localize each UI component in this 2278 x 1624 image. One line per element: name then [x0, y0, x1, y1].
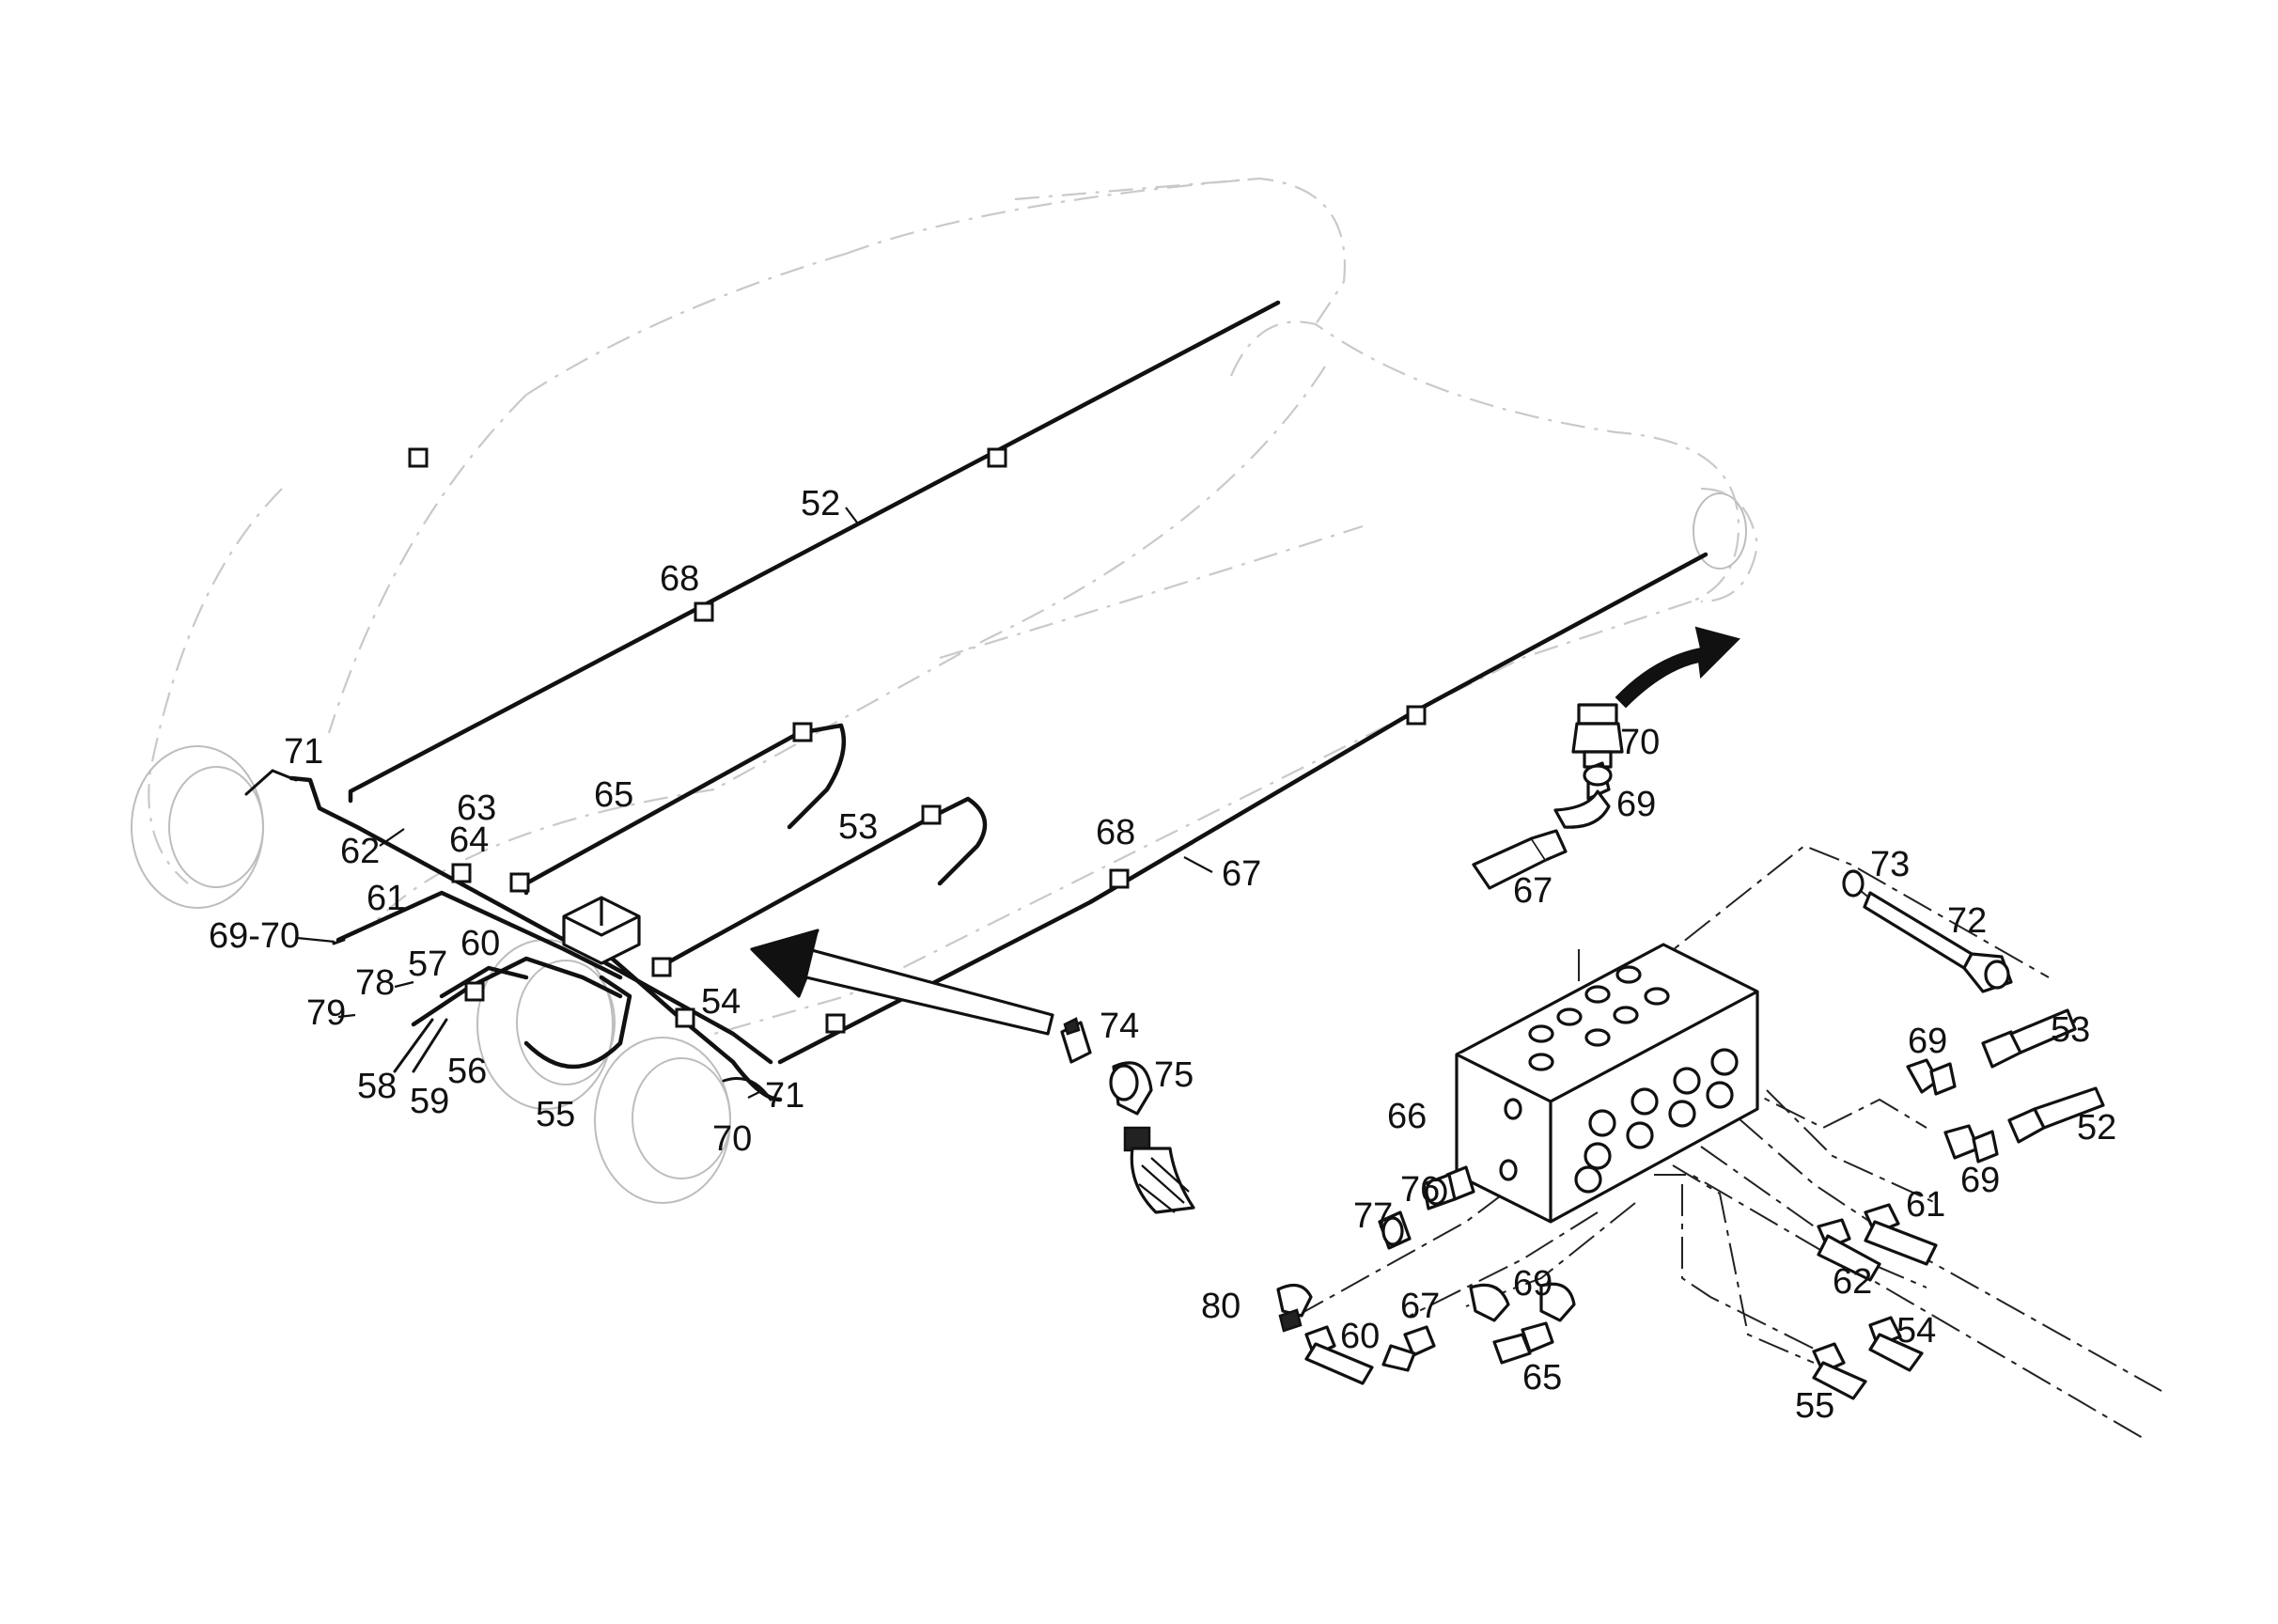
curved-arrow-icon: [1615, 626, 1740, 709]
clamp: [509, 872, 530, 893]
line-71-lower: [722, 1077, 772, 1101]
label-53: 53: [838, 807, 878, 847]
label-67-lower: 67: [1400, 1287, 1440, 1326]
label-67-upper: 67: [1513, 871, 1552, 911]
junction-block: [562, 896, 641, 965]
label-57: 57: [408, 945, 447, 984]
line-58: [393, 1018, 434, 1073]
label-61: 61: [367, 879, 406, 918]
label-69-lower: 69: [1513, 1264, 1552, 1304]
label-72: 72: [1947, 901, 1987, 941]
clamp: [1109, 868, 1130, 889]
clamp: [825, 1013, 846, 1034]
line-59: [412, 1018, 448, 1073]
label-52-right: 52: [2077, 1108, 2116, 1148]
line-61: [335, 890, 623, 980]
clamp: [694, 601, 714, 622]
bolt-and-washer: [1842, 869, 2013, 993]
clamps: [408, 447, 1427, 1034]
label-68: 68: [660, 559, 699, 599]
label-69-upper: 69: [1616, 785, 1656, 824]
distributor-valve-block: [1455, 943, 1759, 1224]
label-62: 62: [340, 832, 380, 871]
line-52: [348, 300, 1281, 804]
label-59: 59: [410, 1082, 449, 1121]
boom-outline: [131, 177, 1759, 1204]
line-54: [599, 946, 783, 1102]
line-65: [523, 723, 847, 896]
label-79: 79: [306, 993, 346, 1033]
clamp: [792, 722, 813, 742]
line-55: [523, 975, 632, 1070]
label-60-lower: 60: [1340, 1317, 1380, 1356]
label-66: 66: [1387, 1097, 1427, 1136]
label-55-right: 55: [1795, 1386, 1834, 1426]
label-73: 73: [1870, 845, 1910, 884]
label-71-lower: 71: [765, 1076, 804, 1116]
label-70: 70: [712, 1119, 752, 1159]
label-58: 58: [357, 1067, 397, 1106]
label-leaders: [296, 507, 1213, 1099]
clamp: [921, 804, 942, 825]
label-80: 80: [1201, 1287, 1240, 1326]
line-62: [289, 775, 773, 1065]
label-65: 65: [594, 775, 633, 815]
hydraulic-lines: [244, 300, 1708, 1102]
label-61-right: 61: [1906, 1185, 1945, 1225]
line-71-upper: [244, 769, 298, 796]
valve-ports: [1574, 1048, 1739, 1194]
clamp: [987, 447, 1007, 468]
line-57: [411, 984, 473, 1027]
label-62-right: 62: [1833, 1262, 1872, 1302]
clamp: [675, 1007, 695, 1028]
label-56: 56: [447, 1052, 487, 1091]
label-74: 74: [1100, 1007, 1139, 1046]
clamp: [408, 447, 429, 468]
fittings-right: [1906, 1008, 2105, 1163]
direction-arrows: [750, 626, 1740, 1036]
fittings-lower: [1276, 1165, 1938, 1400]
clamp: [1406, 705, 1427, 726]
fittings-upper: [1472, 703, 1624, 890]
hose-assembly: [1060, 1017, 1195, 1214]
label-54-right: 54: [1896, 1311, 1936, 1351]
clamp: [651, 957, 672, 977]
label-53-right: 53: [2051, 1010, 2090, 1050]
label-55: 55: [536, 1095, 575, 1134]
label-69-right: 69: [1908, 1022, 1947, 1061]
line-6970: [332, 938, 346, 945]
label-64: 64: [449, 820, 489, 860]
label-78: 78: [355, 963, 395, 1003]
line-56: [439, 965, 529, 999]
label-69-70: 69-70: [209, 916, 300, 956]
clamp: [464, 981, 485, 1002]
label-63: 63: [457, 789, 496, 828]
label-68-lower: 68: [1096, 813, 1135, 852]
label-77: 77: [1353, 1196, 1393, 1236]
label-52: 52: [801, 484, 840, 523]
label-67: 67: [1222, 854, 1261, 894]
line-60: [467, 956, 623, 999]
line-53: [655, 796, 988, 971]
label-65-lower: 65: [1522, 1358, 1562, 1398]
clamp: [451, 863, 472, 883]
label-75: 75: [1154, 1055, 1194, 1095]
label-70-upper: 70: [1620, 723, 1660, 762]
label-71: 71: [284, 732, 323, 772]
label-60: 60: [460, 924, 500, 963]
label-69-right-lower: 69: [1960, 1161, 2000, 1200]
label-76: 76: [1400, 1170, 1440, 1210]
part-labels: 52 68 71 63 64 62 65 53 61 69-70 60 57 7…: [209, 484, 2116, 1426]
label-54: 54: [701, 982, 741, 1022]
